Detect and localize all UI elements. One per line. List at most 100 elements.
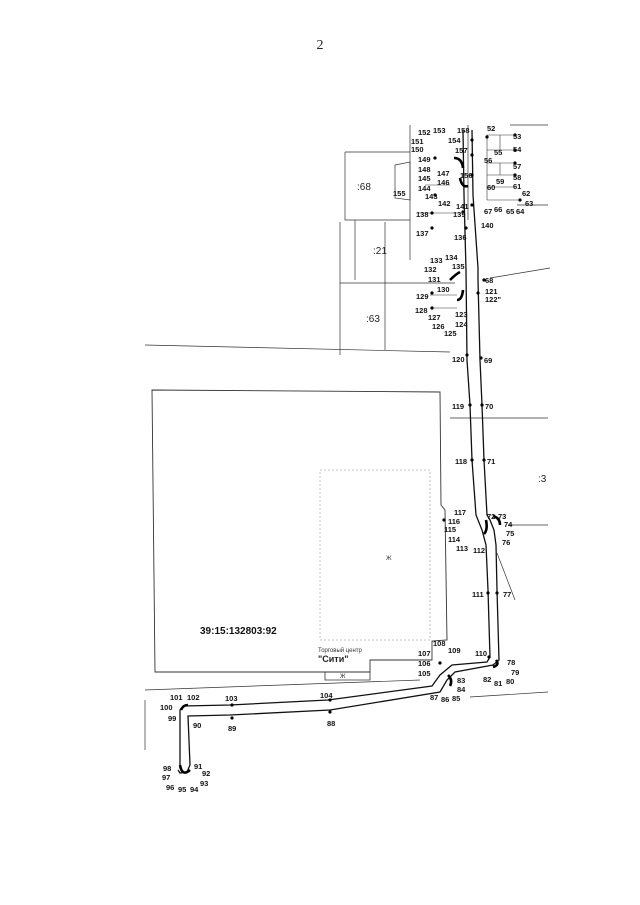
point-label: 56 (484, 156, 492, 165)
point-label: 98 (163, 764, 171, 773)
building-outline (151, 389, 448, 673)
point-label: 106 (418, 659, 431, 668)
point-label: 71 (487, 457, 495, 466)
point-label: 114 (448, 535, 461, 544)
top-right-grid (418, 134, 520, 309)
point-label: 79 (511, 668, 519, 677)
point-label: 138 (416, 210, 429, 219)
point-label: 157 (455, 146, 468, 155)
point-label: 158 (457, 126, 470, 135)
parcel-label-21: :21 (373, 246, 387, 257)
point-label: 140 (481, 221, 494, 230)
parcel-boundaries (144, 124, 551, 750)
point-label: 112 (473, 546, 485, 555)
point-label: 61 (513, 182, 521, 191)
point-label: 66 (494, 205, 502, 214)
point-label: 64 (516, 207, 525, 216)
point-label: 97 (162, 773, 170, 782)
point-label: 117 (454, 508, 466, 517)
point-label: 124 (455, 320, 468, 329)
point-label: 93 (200, 779, 208, 788)
point-label: 77 (503, 590, 511, 599)
point-label: 133 (430, 256, 443, 265)
point-label: 63 (525, 199, 533, 208)
point-label: 122" (485, 295, 502, 304)
point-label: 152 (418, 128, 431, 137)
point-label: 151 (411, 137, 424, 146)
point-label: 121 (485, 287, 498, 296)
point-label: 126 (432, 322, 445, 331)
point-label: 141 (456, 202, 469, 211)
cadastral-number: 39:15:132803:92 (200, 626, 277, 637)
point-label: 69 (484, 356, 492, 365)
point-label: 144 (418, 184, 431, 193)
point-label: 113 (456, 544, 468, 553)
point-label: 120 (452, 355, 465, 364)
point-label: 100 (160, 703, 173, 712)
point-label: 62 (522, 189, 530, 198)
point-label: 92 (202, 769, 210, 778)
point-label: 118 (455, 457, 467, 466)
point-label: 87 (430, 693, 438, 702)
building-label-type: Торговый центр (318, 647, 363, 654)
point-label: 65 (506, 207, 514, 216)
point-label: 81 (494, 679, 502, 688)
survey-points (230, 133, 522, 720)
point-label: 80 (506, 677, 514, 686)
point-label: 110 (475, 649, 487, 658)
point-label: 53 (513, 132, 521, 141)
point-label: 83 (457, 676, 465, 685)
point-label: 146 (437, 178, 450, 187)
point-labels: 52 53 55 54 56 57 58 59 60 61 62 63 64 6… (160, 124, 533, 794)
point-label: 137 (416, 229, 429, 238)
point-label: 149 (418, 155, 431, 164)
point-label: 90 (193, 721, 201, 730)
point-label: 60 (487, 183, 495, 192)
point-label: 86 (441, 695, 449, 704)
arc-markers (178, 156, 502, 774)
building-inner-outline (319, 469, 431, 641)
point-label: 127 (428, 313, 441, 322)
point-label: 131 (428, 275, 441, 284)
point-label: 88 (327, 719, 335, 728)
point-label: 82 (483, 675, 491, 684)
page-number: 2 (316, 38, 324, 53)
point-label: 108 (433, 639, 446, 648)
point-label: 59 (496, 177, 504, 186)
point-label: 139 (453, 210, 466, 219)
point-label: 116 (448, 517, 460, 526)
point-label: 72 (487, 512, 495, 521)
point-label: 115 (444, 525, 456, 534)
building-label-name: "Сити" (318, 654, 349, 664)
point-label: 119 (452, 402, 464, 411)
point-label: 75 (506, 529, 514, 538)
point-label: 105 (418, 669, 431, 678)
point-label: 145 (418, 174, 431, 183)
point-label: 85 (452, 694, 460, 703)
point-label: 123 (455, 310, 468, 319)
point-label: 99 (168, 714, 176, 723)
point-label: 153 (433, 126, 446, 135)
building-bottom-bump (324, 672, 371, 681)
point-label: 134 (445, 253, 458, 262)
point-label: 78 (507, 658, 515, 667)
point-label: 129 (416, 292, 429, 301)
point-label: 135 (452, 262, 465, 271)
point-label: 102 (187, 693, 200, 702)
point-label: 143 (425, 192, 438, 201)
point-label: 136 (454, 233, 467, 242)
point-label: 74 (504, 520, 513, 529)
point-label: 128 (415, 306, 428, 315)
point-label: 95 (178, 785, 186, 794)
point-label: 57 (513, 162, 521, 171)
utility-route (177, 129, 500, 774)
point-label: 73 (498, 512, 506, 521)
point-label: 58 (513, 173, 521, 182)
bottom-mark: Ж (340, 674, 346, 680)
point-label: 104 (320, 691, 333, 700)
point-label: 125 (444, 329, 457, 338)
point-label: 103 (225, 694, 238, 703)
point-label: 109 (448, 646, 461, 655)
small-structure (394, 161, 411, 201)
